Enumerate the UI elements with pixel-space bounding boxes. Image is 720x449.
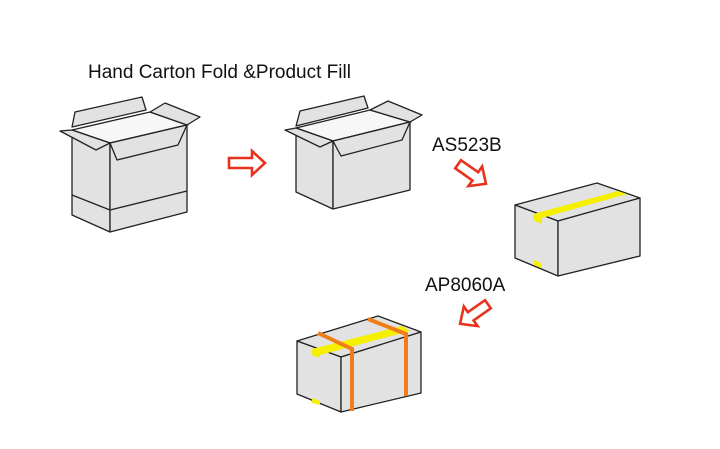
process-title: Hand Carton Fold &Product Fill [88, 62, 351, 83]
open-carton-filled [284, 95, 423, 210]
taped-carton [514, 182, 641, 277]
open-carton-tall [59, 96, 201, 233]
step-label-ap8060a: AP8060A [425, 275, 506, 296]
strapped-carton [296, 315, 422, 413]
arrow-down-left-icon [458, 298, 493, 328]
arrow-down-right-icon [453, 158, 488, 188]
arrow-right-icon [227, 148, 267, 178]
step-label-as523b: AS523B [432, 135, 502, 156]
